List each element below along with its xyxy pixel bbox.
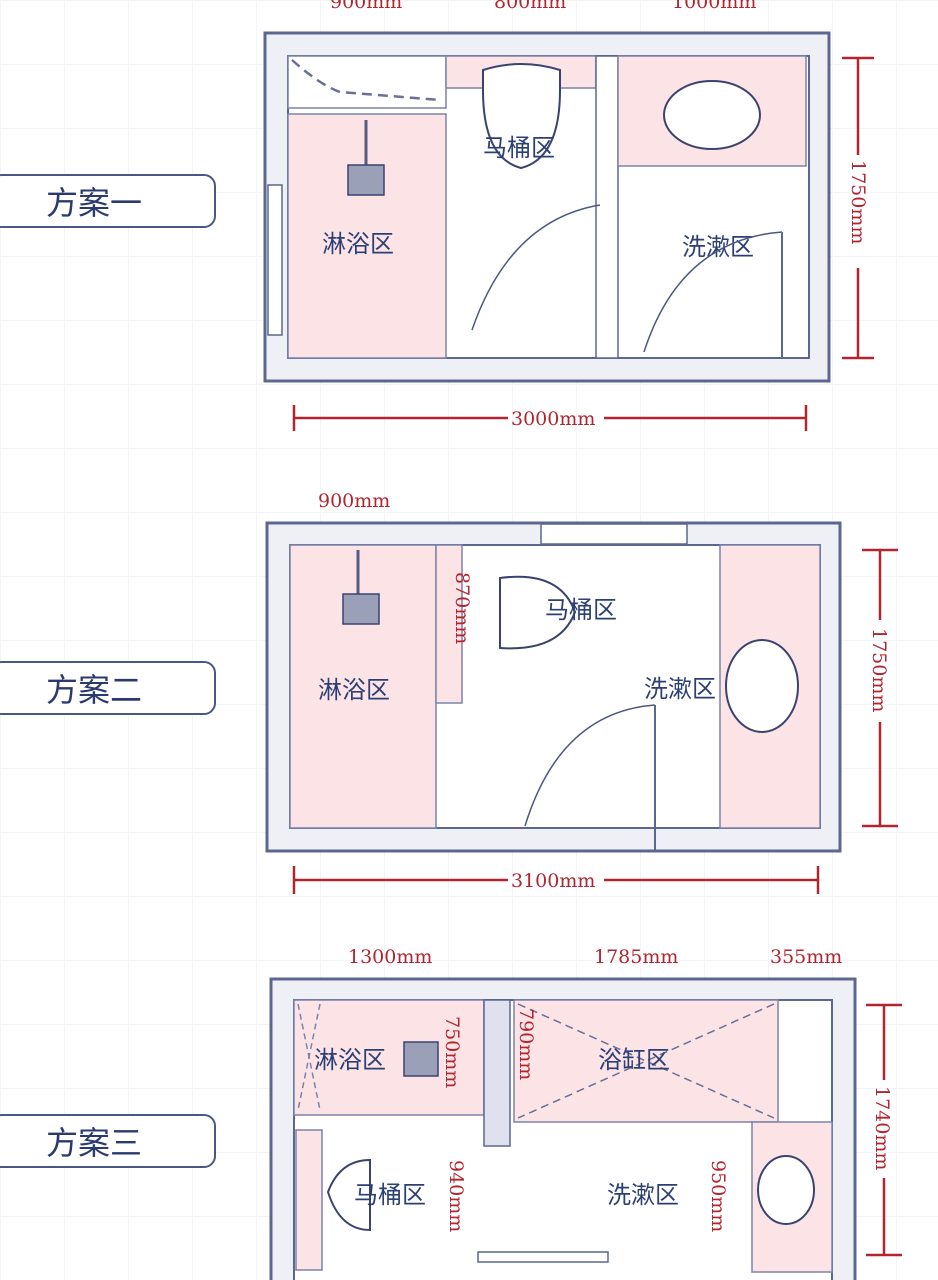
scheme-1-dim-toilet: 800mm	[494, 0, 566, 13]
scheme-1-wash-label: 洗漱区	[682, 233, 754, 261]
scheme-1-dim-shower: 900mm	[330, 0, 402, 13]
scheme-1-sink-icon	[663, 80, 761, 150]
scheme-1-toilet-icon	[482, 63, 561, 170]
scheme-3-label: 方案三	[0, 1114, 216, 1168]
scheme-3-shower-zone	[293, 999, 485, 1116]
scheme-3-shower-label: 淋浴区	[314, 1046, 386, 1074]
scheme-1-width-dim: 3000mm	[511, 408, 595, 430]
scheme-2-toilet-dim: 870mm	[451, 572, 473, 644]
scheme-1-height-dim: 1750mm	[847, 160, 869, 244]
scheme-3-dim-bath: 1785mm	[594, 946, 678, 968]
scheme-3-dim-wash: 355mm	[770, 946, 842, 968]
scheme-2-toilet-icon	[499, 575, 577, 650]
scheme-2-label: 方案二	[0, 661, 216, 715]
scheme-2-toilet-zone	[435, 544, 463, 704]
scheme-1-partition	[595, 55, 619, 359]
scheme-2-sink-icon	[725, 639, 799, 733]
scheme-2-window	[540, 523, 688, 545]
scheme-2-shower-label: 淋浴区	[318, 676, 390, 704]
scheme-2-dim-shower: 900mm	[318, 490, 390, 512]
scheme-2-door-swing	[524, 704, 656, 827]
scheme-3-shower-dim: 750mm	[441, 1016, 463, 1088]
scheme-1-shower-door	[287, 55, 447, 109]
scheme-2-shower-head-icon	[342, 593, 380, 625]
scheme-3-toilet-icon	[326, 1158, 371, 1232]
scheme-1-shower-label: 淋浴区	[322, 230, 394, 258]
scheme-1-window	[267, 184, 283, 336]
scheme-2-width-dim: 3100mm	[511, 870, 595, 892]
scheme-3-bath-dim: 790mm	[515, 1008, 537, 1080]
scheme-3-plan: 1300mm 1785mm 355mm 淋浴区 750mm 浴缸区 790mm …	[269, 946, 902, 1280]
scheme-3-bath-zone	[513, 999, 779, 1123]
scheme-3-dim-shower: 1300mm	[348, 946, 432, 968]
scheme-1-shower-head-icon	[347, 164, 385, 196]
scheme-1-toilet-label: 马桶区	[483, 134, 555, 162]
scheme-2-plan: 900mm 淋浴区 870mm 马桶区 洗漱区 3100mm 1750mm	[265, 490, 898, 894]
scheme-3-wash-label: 洗漱区	[607, 1181, 679, 1209]
scheme-3-wash-dim: 950mm	[707, 1160, 729, 1232]
scheme-3-bath-label: 浴缸区	[598, 1046, 670, 1074]
scheme-3-height-dim: 1740mm	[871, 1086, 893, 1170]
scheme-3-toilet-zone	[295, 1129, 323, 1271]
scheme-3-toilet-dim: 940mm	[445, 1160, 467, 1232]
scheme-3-door-sill	[477, 1251, 609, 1263]
scheme-2-toilet-label: 马桶区	[545, 596, 617, 624]
scheme-2-shower-zone	[289, 544, 437, 829]
scheme-3-sink-icon	[757, 1155, 815, 1225]
scheme-2-wash-label: 洗漱区	[644, 675, 716, 703]
scheme-2-height-dim: 1750mm	[868, 628, 890, 712]
scheme-1-wash-door-swing	[643, 231, 783, 353]
scheme-1-dim-wash: 1000mm	[672, 0, 756, 13]
scheme-1-toilet-door-swing	[471, 204, 601, 331]
scheme-1-label: 方案一	[0, 174, 216, 228]
scheme-3-partition	[483, 999, 511, 1147]
scheme-3-shower-head-icon	[403, 1041, 439, 1077]
scheme-1-shower-door-swing	[291, 59, 441, 102]
scheme-1-plan: 900mm 800mm 1000mm 淋浴区 马桶区 洗漱区 3000mm	[263, 0, 874, 431]
scheme-3-toilet-label: 马桶区	[354, 1181, 426, 1209]
